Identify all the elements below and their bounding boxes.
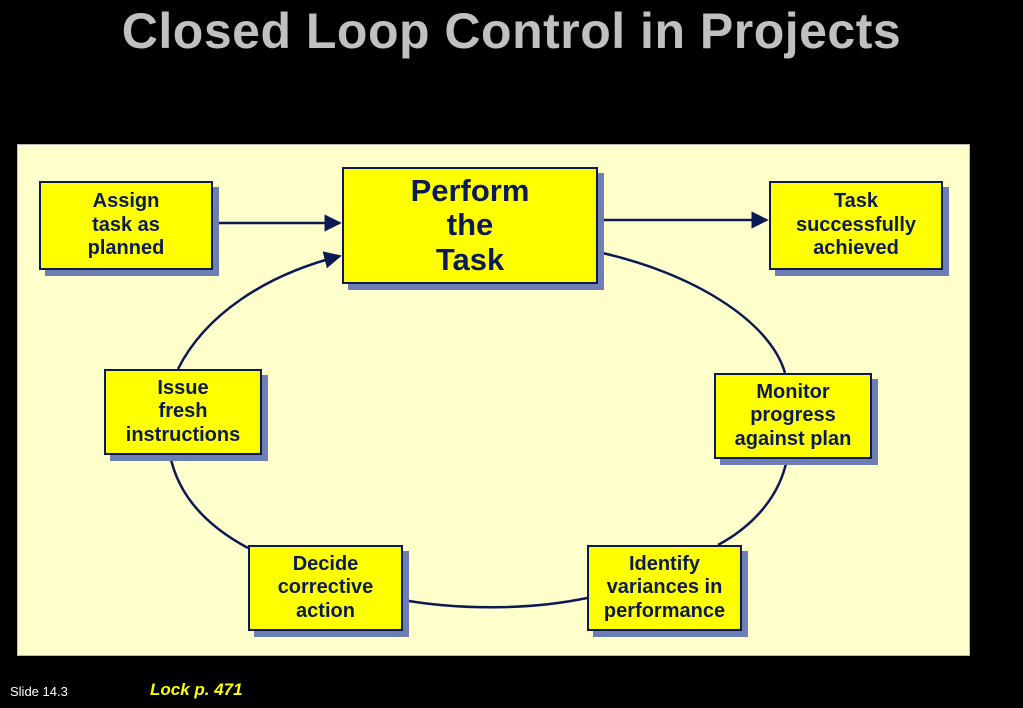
assign-task-line-2: task as	[92, 213, 160, 236]
perform-task-line-2: the	[446, 207, 494, 243]
identify-variances-line-3: performance	[603, 599, 726, 622]
slide-title: Closed Loop Control in Projects	[121, 3, 902, 59]
monitor-progress-line-3: against plan	[734, 427, 852, 450]
task-achieved-line-3: achieved	[813, 237, 899, 260]
slide-number: Slide 14.3	[10, 684, 68, 699]
loop-arc-decide-to-issue	[168, 454, 249, 550]
identify-variances-line-1: Identify	[628, 552, 701, 575]
task-achieved-line-1: Task	[833, 190, 879, 213]
decide-action-line-1: Decide	[292, 552, 359, 575]
monitor-progress-line-2: progress	[750, 404, 836, 427]
decide-action-line-2: corrective	[277, 576, 374, 599]
issue-instructions-line-1: Issue	[157, 376, 209, 399]
assign-task-line-1: Assign	[92, 190, 160, 213]
issue-instructions-line-2: fresh	[158, 400, 208, 423]
loop-arc-identify-to-decide	[402, 596, 588, 609]
task-achieved-box: Task successfully achieved	[769, 181, 943, 270]
task-achieved-line-2: successfully	[795, 213, 917, 236]
identify-variances-line-2: variances in	[606, 576, 723, 599]
issue-instructions-line-3: instructions	[125, 423, 241, 446]
loop-arc-perform-to-monitor	[597, 250, 787, 374]
perform-task-line-1: Perform	[410, 173, 530, 209]
assign-task-box: Assign task as planned	[39, 181, 213, 270]
loop-arc-issue-to-perform	[176, 251, 342, 370]
perform-task-line-3: Task	[435, 241, 505, 277]
issue-instructions-box: Issue fresh instructions	[104, 369, 262, 455]
source-reference: Lock p. 471	[150, 680, 243, 699]
perform-task-box: Perform the Task	[342, 167, 598, 284]
assign-task-line-3: planned	[87, 237, 165, 260]
decide-action-line-3: action	[296, 599, 355, 622]
monitor-progress-line-1: Monitor	[756, 380, 830, 403]
decide-action-box: Decide corrective action	[248, 545, 403, 631]
monitor-progress-box: Monitor progress against plan	[714, 373, 872, 459]
loop-arc-monitor-to-identify	[717, 458, 789, 547]
identify-variances-box: Identify variances in performance	[587, 545, 742, 631]
